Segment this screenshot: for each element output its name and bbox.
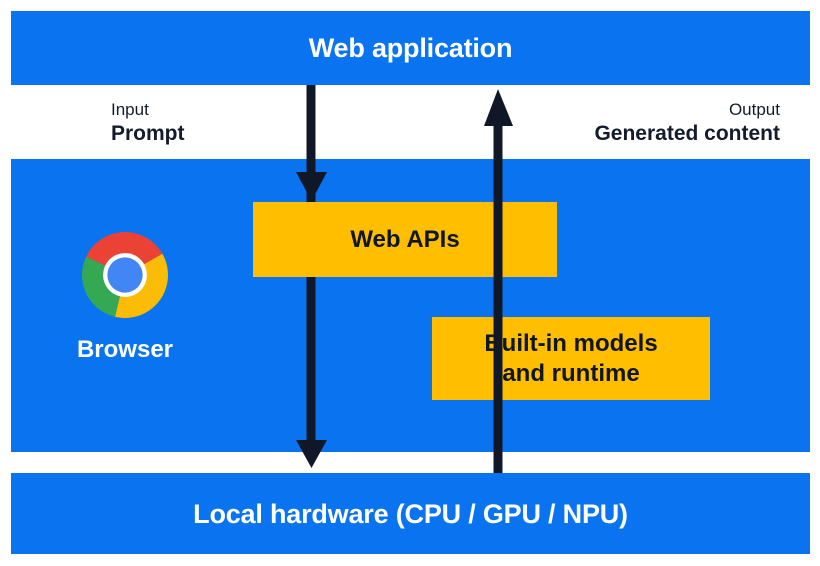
- flow-label-input-kind: Input: [111, 100, 149, 119]
- band-web-application-label: Web application: [308, 33, 513, 63]
- flow-label-output: Output Generated content: [594, 100, 780, 146]
- flow-label-input: Input Prompt: [111, 100, 185, 146]
- flow-label-input-value: Prompt: [111, 121, 185, 145]
- box-web-apis-label: Web APIs: [350, 225, 460, 253]
- band-local-hardware: Local hardware (CPU / GPU / NPU): [11, 473, 810, 554]
- band-local-hardware-label: Local hardware (CPU / GPU / NPU): [193, 499, 628, 529]
- flow-label-output-kind: Output: [728, 100, 780, 119]
- band-web-application: Web application: [11, 11, 810, 85]
- box-builtin-models-line2: and runtime: [502, 359, 640, 387]
- browser-caption-label: Browser: [76, 336, 174, 363]
- box-builtin-models-label: Built-in models and runtime: [484, 329, 657, 388]
- chrome-logo-icon: [82, 232, 168, 318]
- box-web-apis: Web APIs: [253, 202, 557, 277]
- flow-label-output-value: Generated content: [594, 121, 780, 145]
- box-builtin-models-line1: Built-in models: [484, 330, 658, 358]
- browser-block: Browser: [77, 232, 173, 363]
- arrow-down-icon: [296, 85, 327, 203]
- box-builtin-models: Built-in models and runtime: [432, 317, 710, 400]
- arrow-down-icon-lower: [296, 276, 327, 468]
